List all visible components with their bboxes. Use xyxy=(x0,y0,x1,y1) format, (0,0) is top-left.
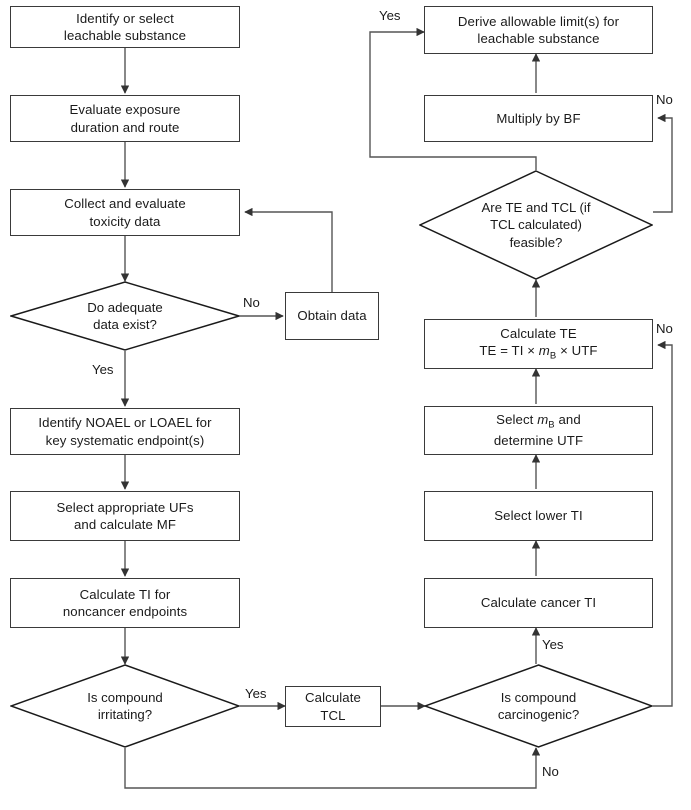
node-select-lower-ti[interactable]: Select lower TI xyxy=(424,491,653,541)
node-calculate-cancer-ti-label: Calculate cancer TI xyxy=(480,595,597,611)
edge-label-irritating-no: No xyxy=(542,764,559,779)
node-obtain-data[interactable]: Obtain data xyxy=(285,292,379,340)
diamond-shape-adequate-data xyxy=(10,281,240,351)
edge-label-te-no: No xyxy=(656,321,673,336)
edge-obtain-to-collect xyxy=(244,207,333,292)
node-obtain-data-label: Obtain data xyxy=(297,308,367,324)
node-select-lower-ti-label: Select lower TI xyxy=(494,508,583,524)
edge-label-feasible-no: No xyxy=(656,92,673,107)
diamond-shape-is-irritating xyxy=(10,664,240,748)
edge-label-adequate-no: No xyxy=(243,295,260,310)
edge-label-feasible-yes: Yes xyxy=(379,8,401,23)
node-multiply-bf[interactable]: Multiply by BF xyxy=(424,95,653,142)
diamond-shape-is-carcinogenic xyxy=(424,664,653,748)
edge-feasible-no-to-multiply xyxy=(653,113,673,213)
node-calculate-tcl-label: Calculate TCL xyxy=(305,690,361,723)
edge-label-irritating-yes: Yes xyxy=(245,686,267,701)
diamond-shape-are-feasible xyxy=(419,170,653,280)
node-calculate-cancer-ti[interactable]: Calculate cancer TI xyxy=(424,578,653,628)
edge-irritating-no-to-carcinogenic xyxy=(124,747,541,789)
node-calculate-tcl[interactable]: Calculate TCL xyxy=(285,686,381,727)
edge-carcinogenic-no-to-te xyxy=(653,340,673,707)
edge-label-adequate-yes: Yes xyxy=(92,362,114,377)
node-multiply-bf-label: Multiply by BF xyxy=(496,110,581,126)
edge-label-carcinogenic-yes: Yes xyxy=(542,637,564,652)
